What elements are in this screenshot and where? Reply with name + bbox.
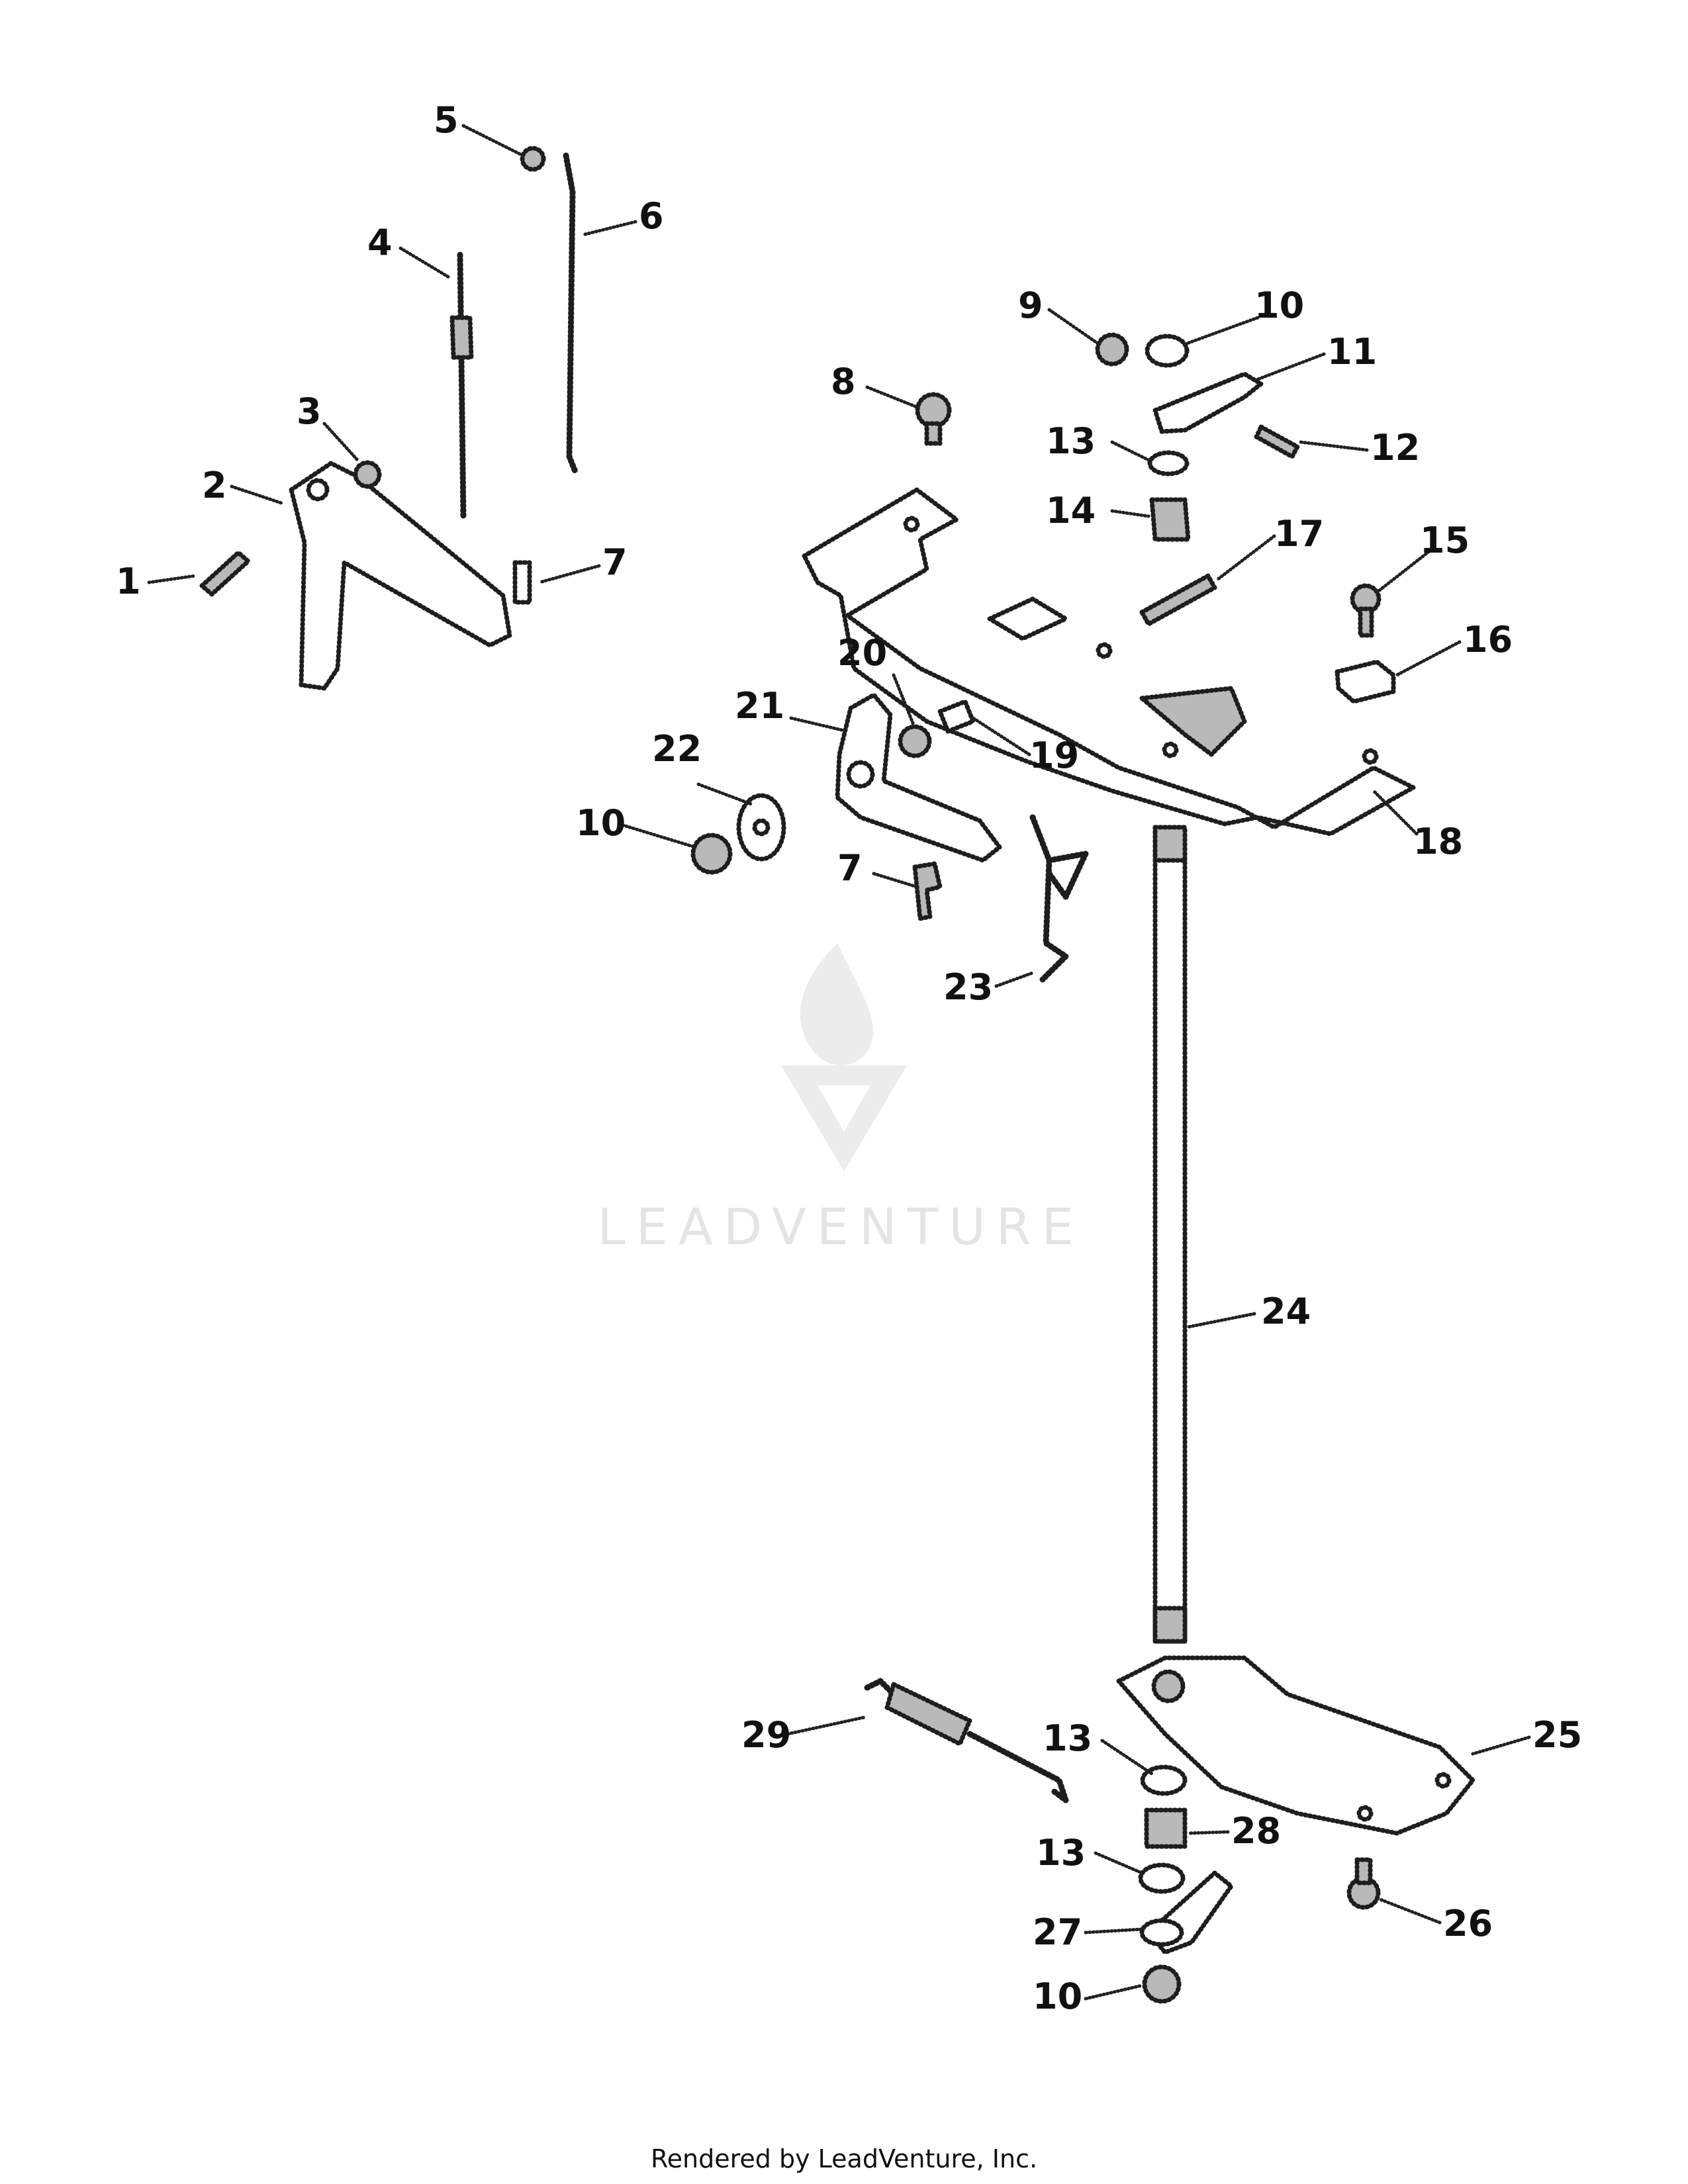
part-23-rod <box>1029 814 1089 983</box>
leadventure-watermark: LEADVENTURE <box>597 943 1084 1256</box>
part-28-spacer <box>1144 1807 1188 1849</box>
part-19-washer <box>937 699 976 734</box>
part-12-bolt <box>1254 424 1300 459</box>
callout-6: 6 <box>639 195 664 237</box>
part-14-spring <box>1149 497 1191 542</box>
callout-4: 4 <box>367 222 393 263</box>
part-29-spring <box>864 1678 1069 1803</box>
part-11-lever <box>1152 371 1264 434</box>
leader-lines <box>147 124 1531 2001</box>
callout-29: 29 <box>741 1714 791 1756</box>
part-6-rod <box>563 152 579 477</box>
callout-20: 20 <box>837 632 887 674</box>
callout-13-top: 13 <box>1046 420 1096 462</box>
part-13-washer-lower-a <box>1140 1764 1188 1796</box>
callout-14: 14 <box>1046 490 1096 531</box>
part-7-clip <box>512 560 532 605</box>
callout-24: 24 <box>1261 1291 1311 1332</box>
part-5-nut <box>520 146 546 172</box>
part-17-bolt <box>1139 573 1217 627</box>
callout-8: 8 <box>831 361 856 402</box>
part-7-clip-lower <box>912 861 943 921</box>
part-18-mounting-plate <box>802 487 1416 837</box>
part-24-shaft <box>1152 825 1188 1644</box>
part-26-bolt <box>1346 1857 1381 1910</box>
callout-labels: 1 2 3 4 5 6 7 7 8 9 10 10 10 10 11 12 13… <box>116 99 1582 2017</box>
callout-2: 2 <box>202 465 227 506</box>
callout-11: 11 <box>1327 331 1377 373</box>
part-4-rod <box>449 251 474 520</box>
part-21-arm <box>835 692 1002 863</box>
callout-1: 1 <box>116 561 141 602</box>
callout-25: 25 <box>1532 1714 1582 1756</box>
watermark-flame-icon <box>800 943 873 1066</box>
callout-10-left: 10 <box>576 802 626 844</box>
part-13-washer-lower-b <box>1138 1862 1186 1894</box>
callout-15: 15 <box>1420 520 1470 561</box>
callout-22: 22 <box>652 728 702 770</box>
callout-13-lower-a: 13 <box>1043 1717 1092 1759</box>
callout-21: 21 <box>735 685 784 727</box>
part-10-nut-bottom <box>1142 1964 1182 2004</box>
callout-9: 9 <box>1018 285 1043 326</box>
footer-credit: Rendered by LeadVenture, Inc. <box>650 2144 1038 2173</box>
callout-28: 28 <box>1231 1810 1281 1852</box>
callout-7-lower: 7 <box>837 847 863 889</box>
callout-5: 5 <box>434 99 459 141</box>
callout-12: 12 <box>1370 427 1420 469</box>
part-27-lever <box>1139 1870 1234 1955</box>
callout-26: 26 <box>1443 1903 1493 1944</box>
callout-17: 17 <box>1274 513 1324 555</box>
part-10-nut <box>1145 334 1190 368</box>
callout-27: 27 <box>1033 1911 1082 1953</box>
callout-13-lower-b: 13 <box>1036 1832 1086 1874</box>
part-16-bracket <box>1335 659 1396 704</box>
part-20-nut <box>898 724 932 758</box>
callout-19: 19 <box>1029 735 1079 776</box>
part-10-nut-left <box>690 833 733 875</box>
part-1-bolt <box>199 550 251 597</box>
watermark-v-icon <box>781 1066 907 1171</box>
callout-3: 3 <box>297 390 322 432</box>
callout-10-bottom-a: 10 <box>1033 1976 1082 2017</box>
callout-18: 18 <box>1413 821 1463 862</box>
part-22-gear <box>736 793 786 862</box>
callout-23: 23 <box>943 966 993 1008</box>
part-13-washer <box>1147 450 1190 477</box>
part-9-nut <box>1095 332 1129 367</box>
callout-16: 16 <box>1463 619 1513 660</box>
watermark-text: LEADVENTURE <box>597 1197 1084 1256</box>
part-25-plate <box>1116 1655 1476 1836</box>
callout-10-top: 10 <box>1254 285 1304 326</box>
callout-7-upper: 7 <box>602 541 628 583</box>
part-8-screw <box>915 392 952 446</box>
part-15-bolt <box>1350 583 1382 638</box>
part-2-bracket <box>289 461 512 691</box>
part-3-nut <box>353 460 382 489</box>
